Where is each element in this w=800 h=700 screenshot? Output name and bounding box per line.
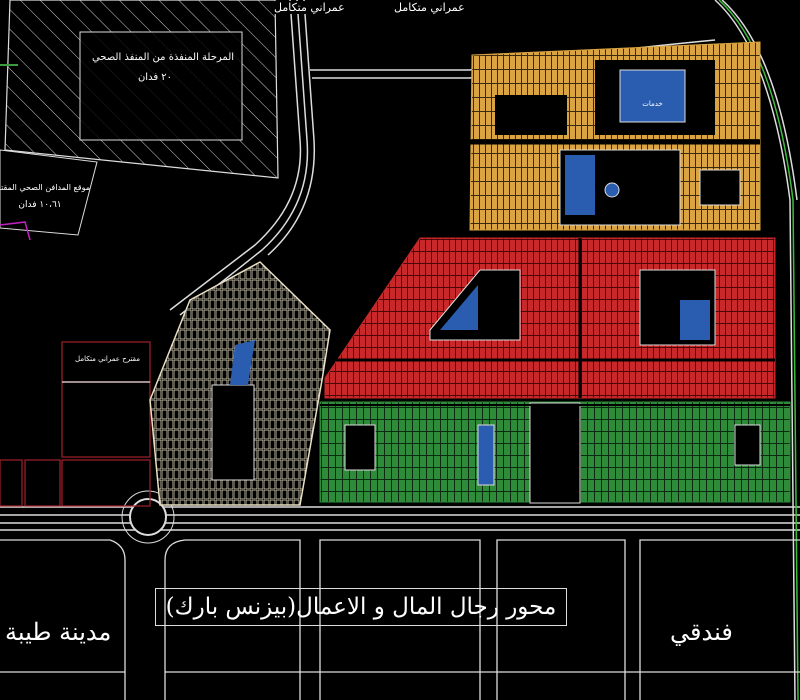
business-park-axis-banner: محور رجال المال و الاعمال(بيزنس بارك) bbox=[155, 588, 567, 626]
executed-phase-label: المرحلة المنفذة من المنفذ الصحي bbox=[91, 52, 235, 63]
lower-blocks bbox=[0, 539, 800, 700]
cemetery-site-label: موقع المدافن الصحي المقترح bbox=[0, 183, 90, 192]
city-label: مدينة طيبة bbox=[5, 618, 112, 646]
top-label-2: عمراني متكامل bbox=[392, 1, 467, 14]
cemetery-site bbox=[0, 149, 98, 236]
residential-beige-zone bbox=[149, 261, 331, 506]
roundabout bbox=[129, 498, 167, 536]
cemetery-area-label: ١٠،٦١ فدان bbox=[18, 200, 62, 210]
services-label: خدمات bbox=[642, 100, 663, 108]
proposed-urban-label: مقترح عمراني متكامل bbox=[75, 355, 140, 363]
residential-red-zone bbox=[324, 237, 776, 399]
residential-north-zone bbox=[469, 41, 761, 231]
proposed-plots-left bbox=[0, 341, 151, 507]
residential-green-zone bbox=[319, 401, 791, 504]
top-label-1: عمراني متكامل bbox=[272, 1, 347, 14]
executed-phase-area-label: ٢٠ فدان bbox=[137, 72, 173, 83]
executed-phase-box bbox=[79, 31, 243, 141]
hotel-label: فندقي bbox=[670, 618, 733, 646]
